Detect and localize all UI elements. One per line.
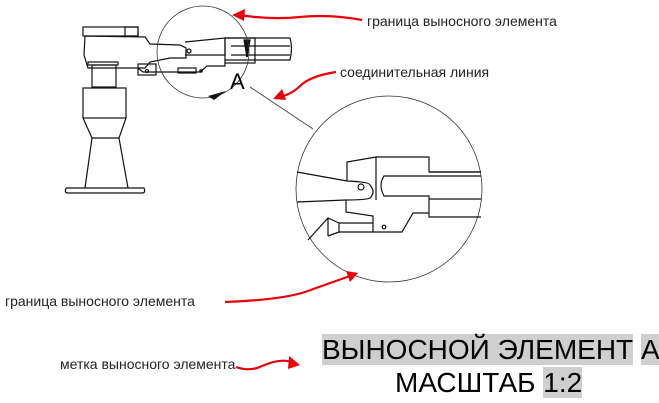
red-arrows xyxy=(224,13,363,371)
label-connecting-line: соединительная линия xyxy=(340,64,490,80)
label-boundary-bottom: граница выносного элемента xyxy=(5,293,195,309)
caption-title-line: ВЫНОСНОЙ ЭЛЕМЕНТ А xyxy=(322,334,659,366)
label-boundary-top: граница выносного элемента xyxy=(367,13,557,29)
caption-scale-label: МАСШТАБ xyxy=(395,367,536,398)
detail-boundary-small xyxy=(156,5,250,99)
view-arrow-icon xyxy=(208,91,226,100)
caption-title: ВЫНОСНОЙ ЭЛЕМЕНТ xyxy=(322,334,634,365)
detail-letter: А xyxy=(230,69,245,94)
connecting-line xyxy=(249,86,314,130)
arrowheads xyxy=(232,9,358,369)
machine-part xyxy=(64,26,293,194)
caption-scale-value: 1:2 xyxy=(543,367,583,398)
label-detail-mark: метка выносного элемента xyxy=(60,356,236,372)
caption-letter: А xyxy=(640,334,659,365)
caption-scale-line: МАСШТАБ 1:2 xyxy=(395,367,583,399)
detail-view xyxy=(295,95,483,283)
